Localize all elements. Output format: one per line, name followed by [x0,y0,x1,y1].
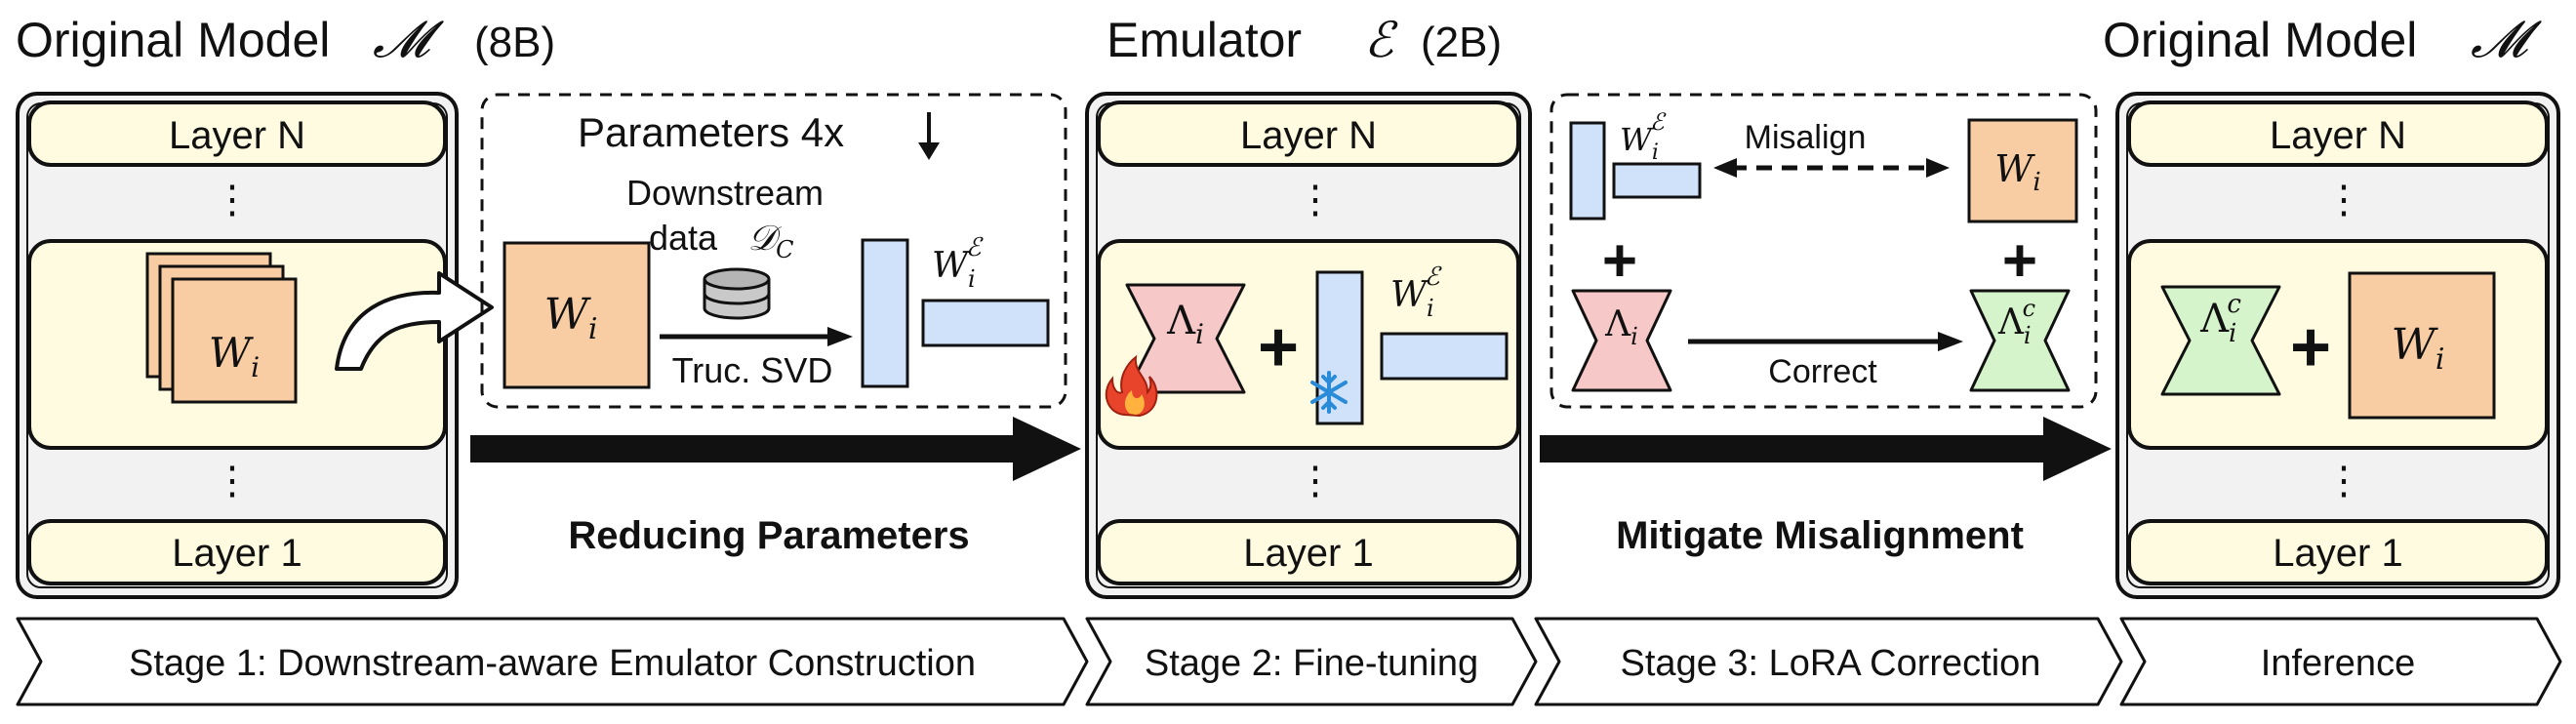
title-original-model-right: Original Model 𝓜 [2103,11,2542,69]
layer-1-box: Layer 1 [1097,519,1520,585]
plus-sign: + [2002,227,2037,295]
svg-text:Wiℰ: Wiℰ [932,233,984,293]
title-original-model-left: Original Model 𝓜 (8B) [16,11,555,69]
svg-text:Layer 1: Layer 1 [2273,532,2402,575]
emulator-weight-factors: Wiℰ [1569,108,1702,221]
stage-bar: Stage 1: Downstream-aware Emulator Const… [16,617,2562,706]
reducing-parameters-label: Reducing Parameters [568,514,969,557]
data-label: data [649,218,718,258]
layer-n-box: Layer N [27,101,447,167]
ellipsis: ⋮ [1296,179,1335,221]
layer-1-box: Layer 1 [27,519,447,585]
svg-text:Λic: Λic [1997,295,2035,349]
title-text: Original Model [2103,13,2417,67]
svg-text:Wi: Wi [2392,320,2445,377]
model-size: (8B) [474,19,555,66]
weight-layer-box: Wi [27,239,447,450]
svg-text:Layer N: Layer N [1240,114,1377,157]
inference-layer-box: Λic + Wi [2127,239,2549,450]
parameters-label: Parameters 4x [578,109,844,155]
title-emulator: Emulator ℰ (2B) [1107,12,1502,68]
lora-adapter-lambda: Λi [1125,283,1246,394]
corrected-lora-adapter: Λic [2160,285,2281,396]
stage1-dashed-box: Parameters 4x Downstream data 𝒟C Wi Truc… [480,93,1067,409]
layer-n-box: Layer N [2127,101,2549,167]
stage-3-chevron: Stage 3: LoRA Correction [1534,617,2123,706]
original-weight-box: Wi [1967,118,2078,223]
stage-label: Inference [2261,643,2415,684]
mitigate-misalignment-label: Mitigate Misalignment [1616,514,2024,557]
ellipsis: ⋮ [2324,460,2363,503]
mitigate-misalignment-arrow [1540,417,2112,481]
svg-text:Wiℰ: Wiℰ [1620,108,1667,165]
stage-label: Stage 1: Downstream-aware Emulator Const… [129,643,976,684]
correct-arrow [1688,332,1963,351]
original-model-panel-right: Layer N ⋮ Λic + Wi ⋮ Layer 1 [2115,92,2560,599]
plus-sign: + [2290,308,2331,386]
correct-label: Correct [1768,353,1877,390]
fire-icon [1105,354,1158,418]
emulator-panel: Layer N ⋮ Λi + Wiℰ [1085,92,1532,599]
ellipsis: ⋮ [213,460,252,503]
downstream-label: Downstream [626,173,824,213]
title-text: Emulator [1107,13,1302,67]
svg-text:Wi: Wi [1994,147,2040,197]
curved-arrow [335,271,494,371]
database-icon [703,267,771,320]
low-rank-factors: Wiℰ [861,233,1050,388]
model-symbol: 𝓜 [2471,11,2542,69]
emulator-symbol: ℰ [1364,12,1398,68]
svd-arrow [660,327,853,346]
emulator-layer-box: Λi + Wiℰ [1097,239,1520,450]
svg-text:Wiℰ: Wiℰ [1390,262,1442,322]
corrected-lora-adapter: Λic [1969,289,2071,392]
stage-label: Stage 2: Fine-tuning [1145,643,1478,684]
original-weight-box: Wi [2348,271,2496,420]
stage-2-chevron: Stage 2: Fine-tuning [1085,617,1538,706]
title-text: Original Model [16,13,330,67]
data-symbol: 𝒟C [747,219,793,263]
stage-1-chevron: Stage 1: Downstream-aware Emulator Const… [16,617,1089,706]
ellipsis: ⋮ [213,179,252,221]
svd-label: Truc. SVD [672,350,833,390]
lora-adapter-lambda: Λi [1571,289,1672,392]
original-model-panel-left: Layer N ⋮ Wi ⋮ Layer 1 [16,92,459,599]
svg-text:Wi: Wi [544,290,598,346]
snowflake-icon [1310,371,1348,414]
svg-text:Wi: Wi [209,329,260,383]
svg-text:Λi: Λi [1166,299,1204,350]
svg-text:Layer 1: Layer 1 [172,532,302,575]
misalign-label: Misalign [1745,119,1867,156]
inference-chevron: Inference [2119,617,2562,706]
svg-text:Layer N: Layer N [169,114,305,157]
svg-text:Layer N: Layer N [2270,114,2406,157]
reducing-parameters-arrow [470,417,1081,481]
model-symbol: 𝓜 [373,11,444,69]
ellipsis: ⋮ [1296,460,1335,503]
plus-sign: + [1258,308,1299,386]
misalign-arrow [1713,158,1950,178]
svg-text:Λic: Λic [2199,290,2241,348]
stage-label: Stage 3: LoRA Correction [1621,643,2041,684]
ellipsis: ⋮ [2324,179,2363,221]
w-i-box: Wi [503,241,651,389]
layer-1-box: Layer 1 [2127,519,2549,585]
plus-sign: + [1602,227,1637,295]
frozen-factors: Wiℰ [1315,262,1509,425]
weight-stack: Wi [145,252,298,404]
stage3-dashed-box: Wiℰ Misalign Wi + + Λi Correct Λic [1550,93,2098,409]
svg-text:Layer 1: Layer 1 [1243,532,1373,575]
layer-n-box: Layer N [1097,101,1520,167]
emulator-size: (2B) [1421,19,1502,66]
svg-text:Λi: Λi [1604,304,1638,350]
down-arrow-icon [918,112,940,160]
